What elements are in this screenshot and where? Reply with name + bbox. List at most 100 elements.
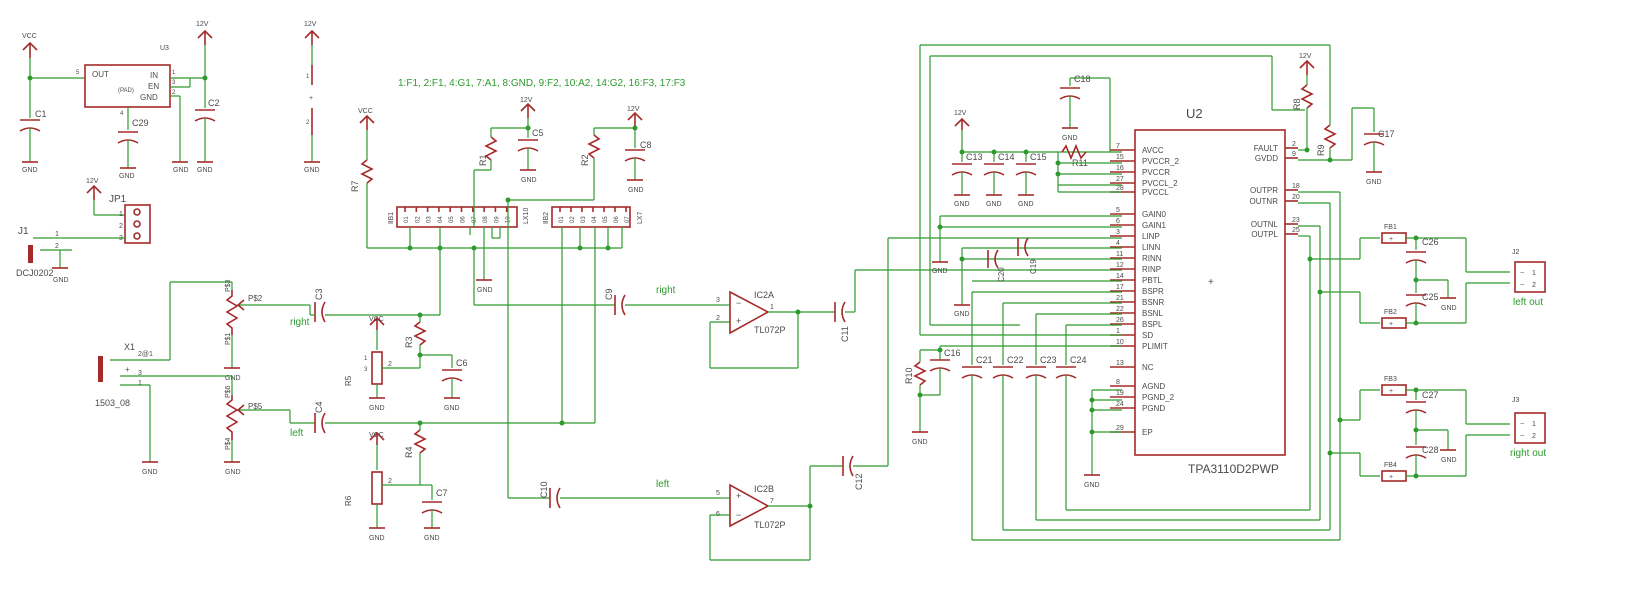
u2-pin-name: GVDD (1255, 154, 1278, 163)
svg-text:FB1: FB1 (1384, 224, 1397, 231)
svg-text:ⅡB2: ⅡB2 (543, 212, 550, 224)
input-jack-x1: X1 2@1 1503_08 + 3 1 GND (95, 281, 232, 476)
svg-text:C27: C27 (1422, 390, 1439, 400)
svg-text:12V: 12V (304, 21, 317, 28)
svg-text:left: left (290, 428, 304, 439)
svg-text:C11: C11 (840, 326, 850, 342)
svg-text:C20: C20 (997, 267, 1006, 282)
u2-pin-name: OUTNR (1250, 197, 1279, 206)
lx7-pin-label: 02 (570, 216, 576, 223)
u2-pin-name: AGND (1142, 382, 1165, 391)
svg-text:R3: R3 (404, 336, 414, 348)
ferrite-fb4: + FB4 (1381, 462, 1466, 482)
svg-text:+: + (125, 365, 130, 374)
svg-text:2: 2 (172, 90, 176, 96)
svg-text:12V: 12V (86, 178, 99, 185)
u3-ref: U3 (160, 45, 169, 52)
ground-pins: GND (1084, 389, 1122, 489)
lx7-pin-label: 07 (625, 216, 631, 223)
svg-text:C3: C3 (314, 288, 324, 300)
lx7-pin-label: 03 (581, 216, 587, 223)
svg-text:C23: C23 (1040, 355, 1057, 365)
svg-text:C12: C12 (854, 473, 864, 490)
svg-text:3: 3 (364, 367, 368, 373)
svg-text:GND: GND (142, 469, 158, 476)
lx10-pin-label: 09 (494, 216, 500, 223)
lx10-pin-label: 01 (404, 216, 410, 223)
u2-pin-name: GAIN0 (1142, 210, 1167, 219)
svg-text:JP1: JP1 (109, 194, 127, 205)
svg-text:ⅡB1: ⅡB1 (388, 212, 395, 224)
svg-text:OUT: OUT (92, 70, 109, 79)
svg-text:P$5: P$5 (248, 402, 263, 411)
cap-c2: C2 (194, 98, 220, 122)
top-loops (919, 44, 1331, 335)
svg-text:GND: GND (369, 535, 385, 542)
svg-text:GND: GND (1441, 305, 1457, 312)
svg-text:C19: C19 (1029, 259, 1038, 274)
lx10-pin-label: 05 (449, 216, 455, 223)
svg-text:GND: GND (225, 469, 241, 476)
svg-text:DCJ0202: DCJ0202 (16, 268, 54, 278)
u2-pin-name: EP (1142, 428, 1153, 437)
u2-pin-name: OUTNL (1251, 220, 1279, 229)
header-wiring: GND (407, 165, 623, 498)
pot-right: P$2 P$3 P$1 GND (224, 279, 305, 382)
svg-text:−: − (1520, 282, 1524, 289)
u2-pin-num: 5 (1116, 207, 1120, 214)
svg-text:5: 5 (76, 70, 80, 76)
svg-text:C4: C4 (314, 401, 324, 413)
svg-text:IC2A: IC2A (754, 290, 774, 300)
svg-text:P$6: P$6 (225, 385, 232, 398)
u2-pin-name: PVCCL_2 (1142, 179, 1178, 188)
svg-text:EN: EN (148, 82, 159, 91)
u2-pin-num: 28 (1116, 185, 1124, 192)
cap-c29: C29 (117, 118, 149, 144)
svg-text:12V: 12V (520, 97, 533, 104)
svg-text:R2: R2 (580, 154, 590, 166)
u2-pin-num: 8 (1116, 379, 1120, 386)
u2-pin-name: FAULT (1254, 144, 1278, 153)
svg-text:1: 1 (55, 231, 59, 238)
v12-symbol-reg: 12V (196, 21, 213, 45)
svg-text:2: 2 (1532, 433, 1536, 440)
regulator-u3: U3 OUT IN EN GND (PAD) 5 1 3 2 4 (76, 45, 176, 117)
u2-pin-num: 1 (1116, 328, 1120, 335)
svg-text:C14: C14 (998, 152, 1015, 162)
svg-text:R5: R5 (344, 375, 353, 386)
svg-text:C18: C18 (1074, 74, 1091, 84)
opamp-power-pins: 12V 1 + 2 GND (304, 21, 320, 174)
svg-text:+: + (309, 95, 313, 102)
svg-text:7: 7 (770, 498, 774, 505)
svg-text:12V: 12V (196, 21, 209, 28)
u2-pin-name: PBTL (1142, 276, 1163, 285)
u2-pin-name: PVCCR_2 (1142, 157, 1179, 166)
svg-text:R10: R10 (904, 367, 914, 384)
svg-text:2: 2 (1532, 282, 1536, 289)
svg-text:GND: GND (954, 311, 970, 318)
svg-text:C28: C28 (1422, 445, 1439, 455)
svg-text:VCC: VCC (369, 432, 384, 439)
fault-gvdd: 12V R8 R9 C17 GND (1292, 53, 1395, 186)
pinmap-note: 1:F1, 2:F1, 4:G1, 7:A1, 8:GND, 9:F2, 10:… (398, 78, 686, 89)
svg-text:C2: C2 (208, 98, 220, 108)
regulator-section: VCC C1 GND U3 OUT IN EN GND (PAD) 5 1 3 … (19, 21, 320, 180)
cap-c4: C4 left (290, 401, 420, 439)
svg-text:3: 3 (716, 297, 720, 304)
svg-text:1: 1 (364, 356, 368, 362)
svg-text:C7: C7 (436, 488, 448, 498)
svg-text:GND: GND (912, 439, 928, 446)
svg-text:R7: R7 (350, 180, 360, 192)
svg-text:C1: C1 (35, 109, 47, 119)
u2-pin-name: RINP (1142, 265, 1161, 274)
vcc-r7: VCC R7 (350, 108, 520, 249)
svg-text:C29: C29 (132, 118, 149, 128)
svg-text:GND: GND (119, 173, 135, 180)
connector-j3: J3 −1 −2 right out (1465, 390, 1546, 476)
u2-pin-name: OUTPR (1250, 186, 1278, 195)
u2-pin-name: NC (1142, 363, 1154, 372)
svg-text:GND: GND (304, 167, 320, 174)
connector-j2: J2 −1 −2 left out (1465, 238, 1546, 323)
lx10-pin-label: 06 (461, 216, 467, 223)
u2-pin-num: 21 (1116, 295, 1124, 302)
